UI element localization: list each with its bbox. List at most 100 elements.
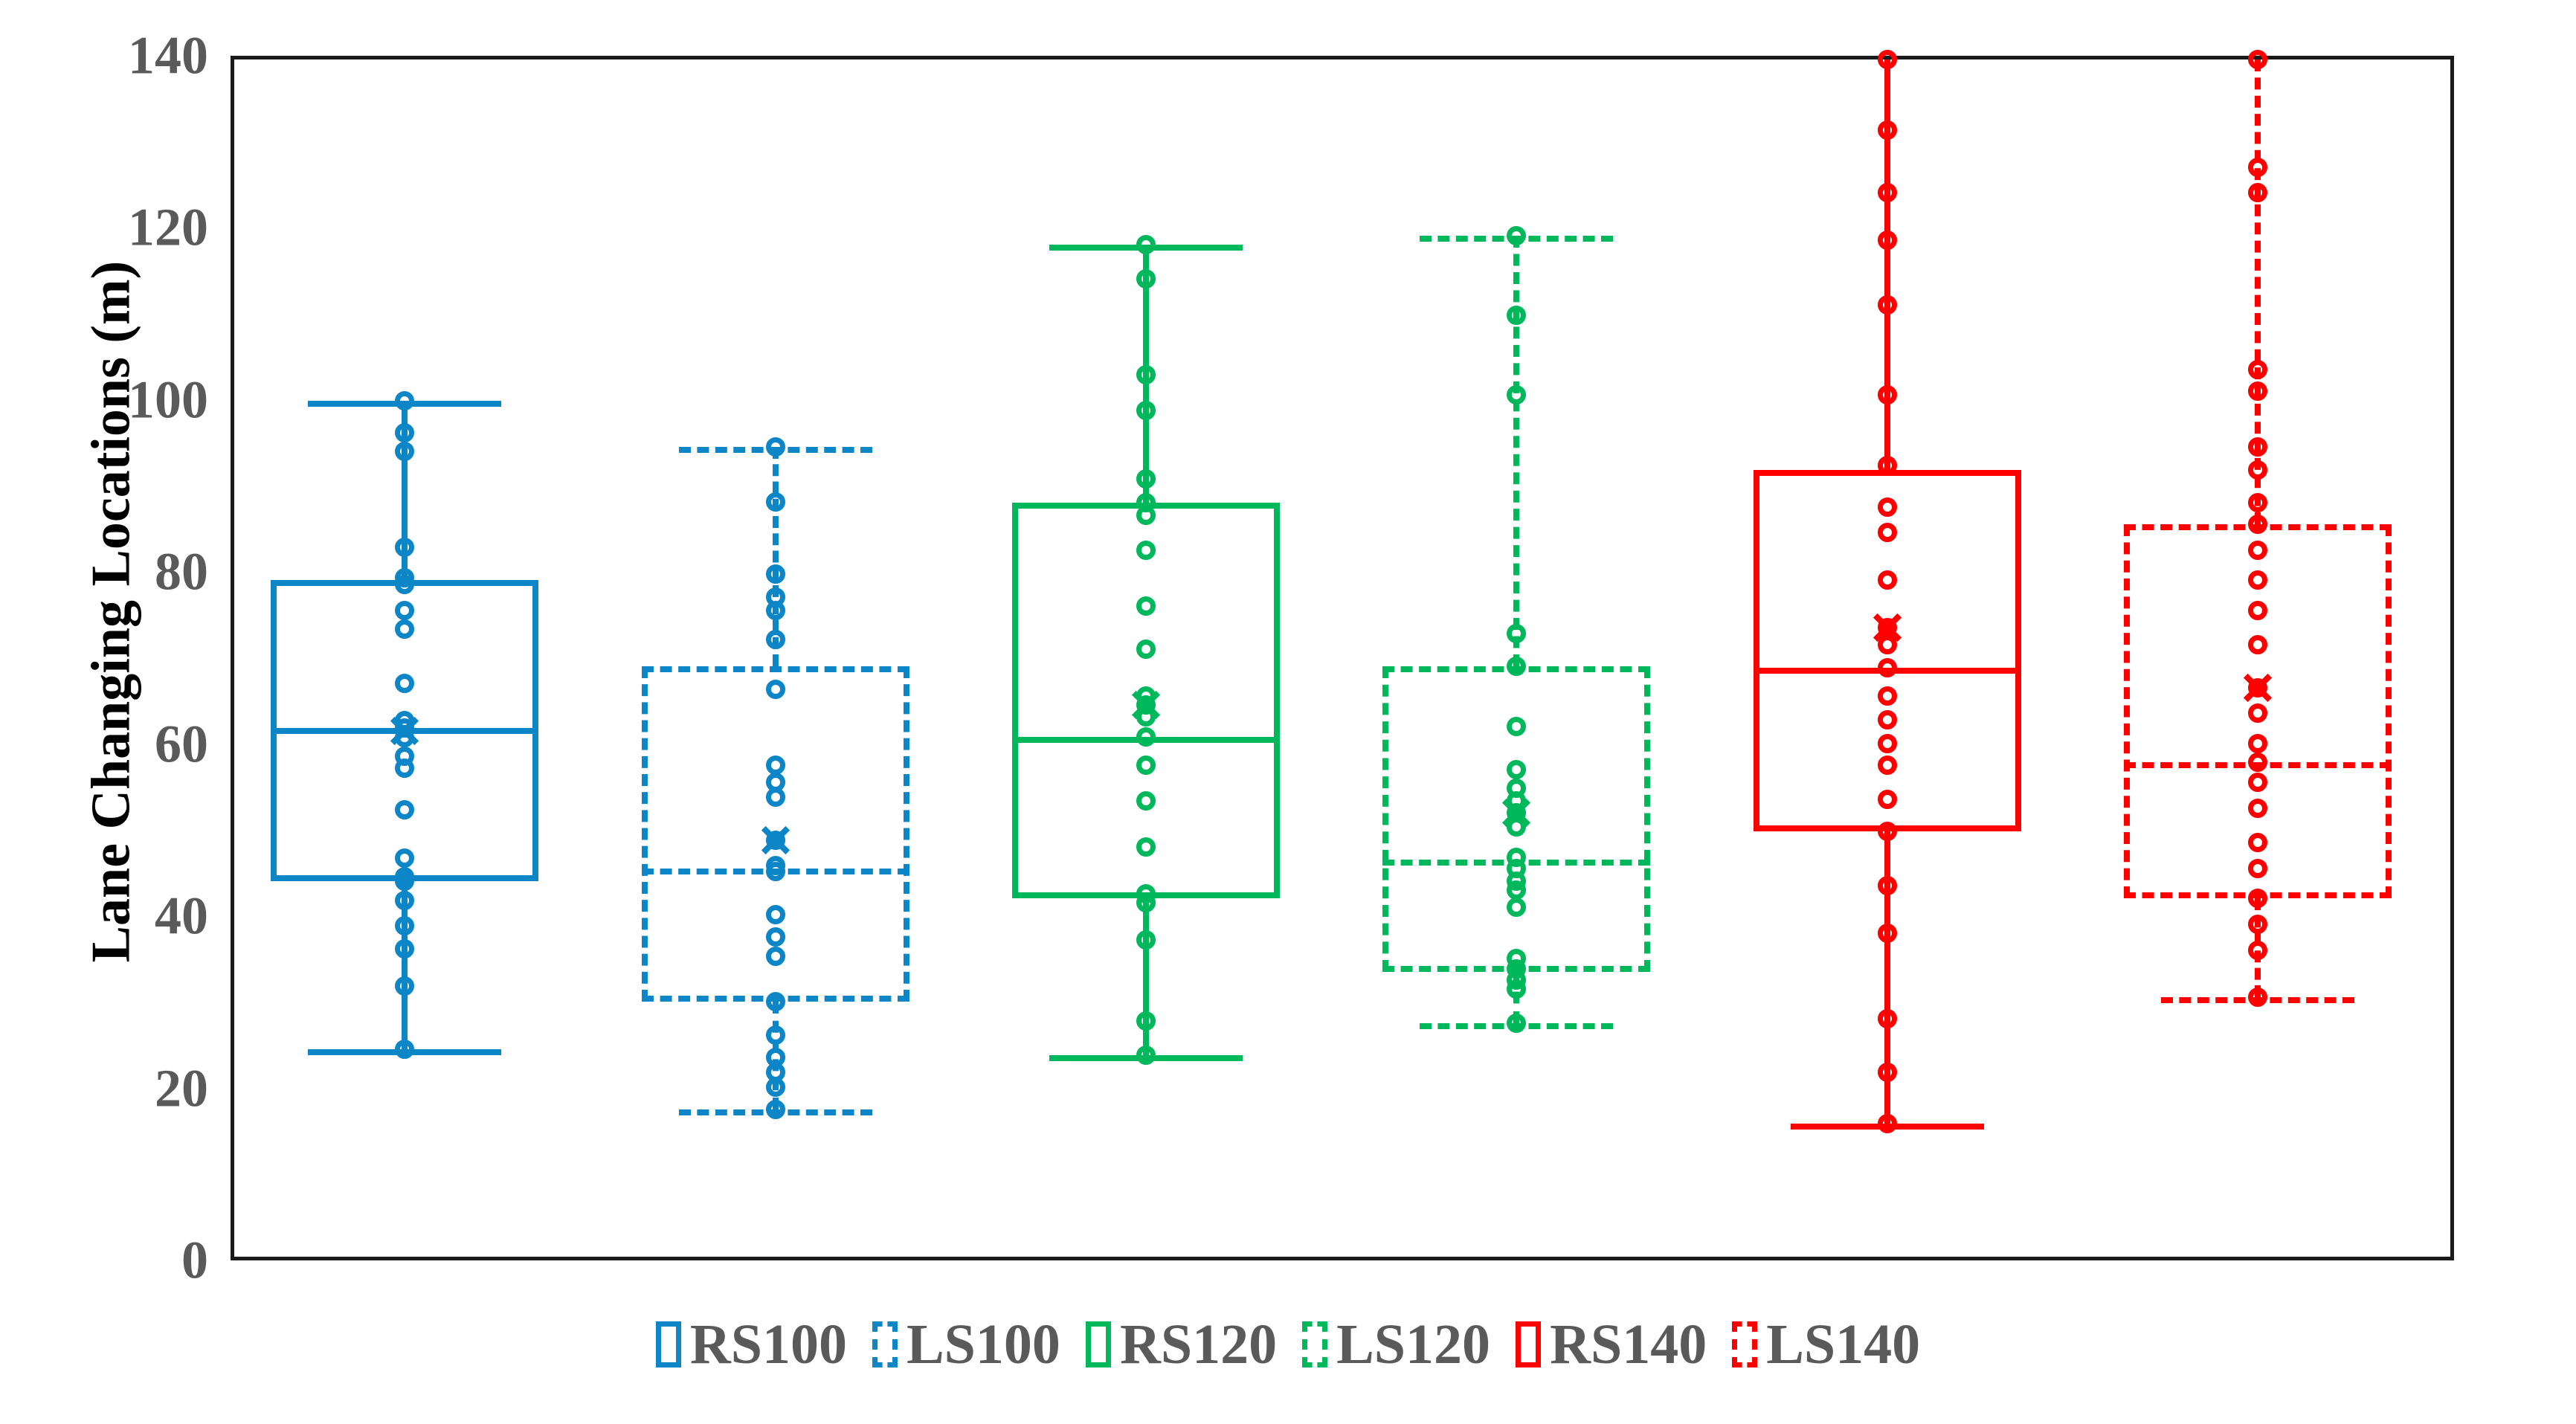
data-point: [395, 391, 415, 411]
data-point: [1877, 231, 1897, 250]
whisker-upper: [2254, 59, 2261, 524]
data-point: [2247, 514, 2267, 534]
box-plot-ls100: [234, 59, 2450, 1257]
mean-marker: [2241, 671, 2275, 705]
data-point: [765, 755, 785, 775]
data-point: [1877, 523, 1897, 543]
data-point: [1507, 226, 1527, 246]
data-point: [765, 436, 785, 457]
data-point: [1877, 385, 1897, 405]
legend-item-rs100[interactable]: RS100: [655, 1313, 847, 1376]
plot-area: [231, 50, 2454, 1260]
data-point: [1877, 733, 1897, 753]
legend-item-rs120[interactable]: RS120: [1085, 1313, 1278, 1376]
data-point: [395, 441, 415, 461]
whisker-lower: [1142, 898, 1149, 1055]
legend-swatch-icon: [655, 1321, 681, 1367]
data-point: [1507, 817, 1527, 837]
data-point: [2247, 436, 2267, 457]
data-point: [2247, 540, 2267, 560]
data-point: [1507, 385, 1527, 405]
legend-item-ls140[interactable]: LS140: [1732, 1316, 1920, 1373]
data-point: [1877, 50, 1897, 69]
data-point: [395, 916, 415, 936]
data-point: [2247, 677, 2267, 697]
data-point: [1877, 120, 1897, 140]
legend-label: RS100: [689, 1313, 847, 1376]
data-point: [2247, 733, 2267, 753]
data-point: [2247, 492, 2267, 512]
legend-item-rs140[interactable]: RS140: [1516, 1316, 1707, 1373]
data-point: [1877, 821, 1897, 841]
data-point: [765, 992, 785, 1012]
data-point: [2247, 460, 2267, 480]
data-point: [395, 758, 415, 779]
data-point: [765, 600, 785, 620]
data-point: [1877, 709, 1897, 729]
data-point: [1136, 1011, 1156, 1031]
data-point: [1136, 755, 1156, 775]
y-tick-label-20: 20: [155, 1058, 208, 1118]
data-point: [1136, 269, 1156, 289]
legend-label: RS120: [1119, 1313, 1278, 1376]
data-point: [2247, 634, 2267, 654]
data-point: [1877, 456, 1897, 476]
data-point: [1877, 755, 1897, 775]
data-point: [1136, 791, 1156, 811]
box-plot-ls140: [234, 50, 2450, 1257]
data-point: [765, 680, 785, 700]
data-point: [1877, 617, 1897, 637]
legend-item-ls100[interactable]: LS100: [872, 1316, 1060, 1373]
data-point: [1877, 658, 1897, 678]
data-point: [1136, 596, 1156, 616]
whisker-upper: [1513, 236, 1520, 666]
data-point: [1877, 1114, 1897, 1134]
data-point: [1507, 623, 1527, 643]
legend-label: LS140: [1766, 1313, 1921, 1376]
data-point: [1507, 656, 1527, 676]
data-point: [395, 872, 415, 892]
data-point: [2247, 940, 2267, 960]
data-point: [2247, 889, 2267, 909]
data-point: [395, 939, 415, 959]
data-point: [1507, 305, 1527, 325]
y-tick-label-40: 40: [155, 886, 208, 946]
y-tick-label-120: 120: [128, 197, 208, 257]
data-point: [1507, 979, 1527, 999]
box-plot-layer: [234, 50, 2450, 1257]
box-plot-ls120: [234, 59, 2450, 1257]
legend-swatch-icon: [1732, 1321, 1758, 1367]
data-point: [765, 629, 785, 649]
data-point: [1877, 875, 1897, 895]
whisker-upper: [772, 446, 779, 666]
data-point: [395, 600, 415, 620]
data-point: [2247, 381, 2267, 401]
data-point: [2247, 157, 2267, 177]
y-tick-label-0: 0: [181, 1230, 208, 1290]
data-point: [1507, 759, 1527, 779]
legend-swatch-icon: [1085, 1321, 1111, 1367]
data-point: [395, 890, 415, 910]
data-point: [395, 673, 415, 693]
legend-item-ls120[interactable]: LS120: [1302, 1316, 1490, 1373]
data-point: [2247, 833, 2267, 852]
box-plot-rs100: [234, 59, 2450, 1257]
data-point: [395, 976, 415, 996]
data-point: [2247, 183, 2267, 203]
data-point: [765, 905, 785, 925]
data-point: [765, 927, 785, 947]
data-point: [1136, 364, 1156, 384]
data-point: [2247, 858, 2267, 878]
whisker-upper: [1884, 59, 1890, 470]
data-point: [2247, 703, 2267, 724]
data-point: [765, 1025, 785, 1046]
data-point: [1136, 506, 1156, 526]
data-point: [1877, 790, 1897, 810]
data-point: [2247, 359, 2267, 379]
data-point: [1877, 183, 1897, 203]
data-point: [1136, 707, 1156, 727]
data-point: [765, 1077, 785, 1097]
data-point: [1877, 686, 1897, 706]
chart-legend: RS100 LS100 RS120 LS120 RS140 LS140: [0, 1316, 2576, 1373]
